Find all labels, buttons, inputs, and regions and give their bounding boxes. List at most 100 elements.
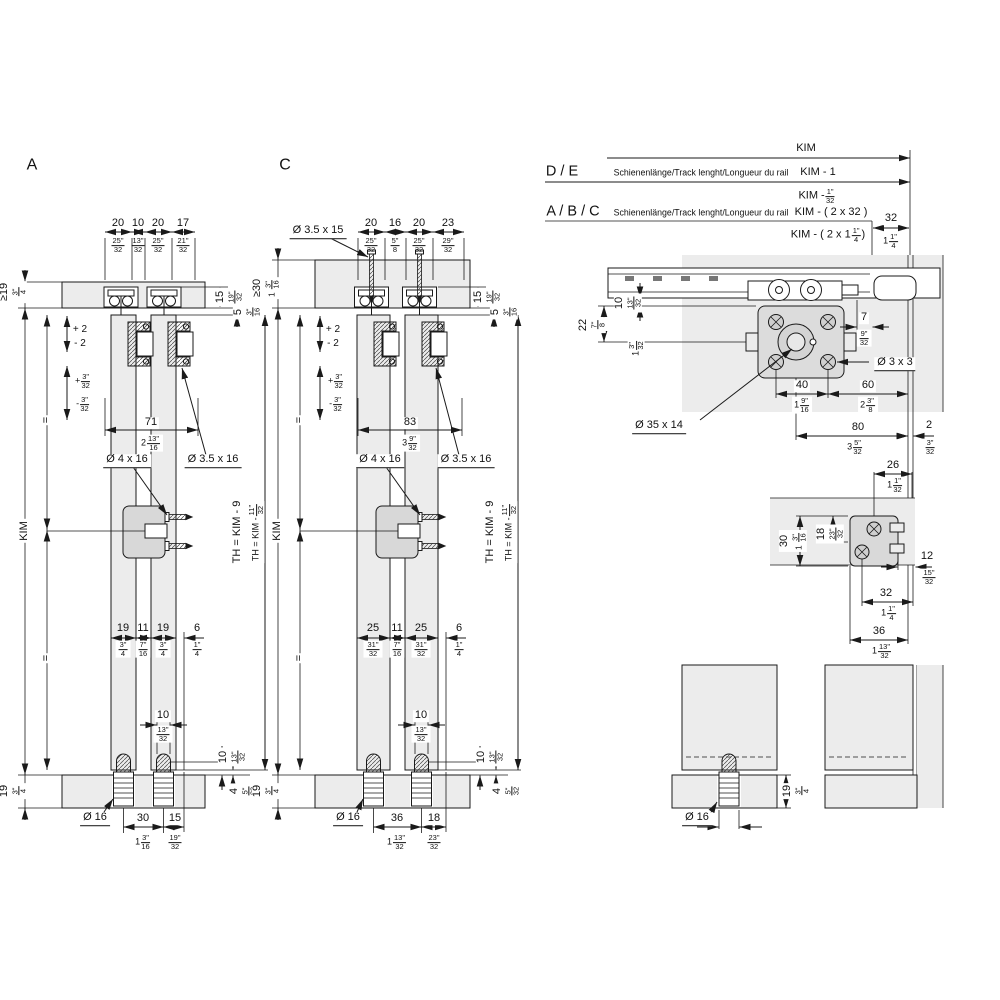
dim-a-slot-in: 13"32 xyxy=(153,725,173,742)
dim-carriage-80-in: 3 5"32 xyxy=(845,438,865,455)
tolerance-c-mm-minus: - 2 xyxy=(325,337,341,350)
callout-c-screw-top: Ø 3.5 x 16 xyxy=(437,454,495,468)
tolerance-a-mm-plus: + 2 xyxy=(70,323,90,336)
dim-c-top-2-in: 5"8 xyxy=(390,236,400,254)
tolerance-a-in-minus: - 3"32 xyxy=(74,395,92,412)
dim-a-offset-mm: 15 xyxy=(166,812,184,825)
dim-32-in: 1 1"4 xyxy=(881,232,901,249)
dim-c-th-mm: TH = KIM - 9 xyxy=(484,498,497,566)
dim-a-th-mm: TH = KIM - 9 xyxy=(231,498,244,566)
dim-a-top-1-in: 25"32 xyxy=(111,236,125,254)
dim-bracket-12-mm: 12 xyxy=(918,550,936,563)
dim-c-slot-in: 13"32 xyxy=(411,725,431,742)
dim-a-bottom-1-mm: 19 xyxy=(116,622,130,635)
dim-c-bottom-1-mm: 25 xyxy=(366,622,380,635)
dim-c-kim: KIM xyxy=(271,519,284,543)
formula-de-label: D / E xyxy=(545,163,579,180)
equal-mark-a-bottom: = xyxy=(40,652,53,664)
dim-c-bottom-3-in: 31"32 xyxy=(411,640,431,657)
dim-bracket-36-in: 1 13"32 xyxy=(869,642,895,659)
formula-de-track-length: Schienenlänge/Track lenght/Longueur du r… xyxy=(613,167,789,178)
tolerance-c-in-minus: - 3"32 xyxy=(327,395,345,412)
dim-a-bottom-4-mm: 6 xyxy=(193,622,201,635)
dim-a-top-2-in: 13"32 xyxy=(131,236,145,254)
dim-a-bottom-3-in: 3"4 xyxy=(155,640,171,657)
formula-kim-label: KIM xyxy=(796,142,816,155)
tolerance-a-in-plus: + 3"32 xyxy=(72,372,94,389)
dim-c-top-2-mm: 16 xyxy=(388,217,402,230)
dim-a-top-2-mm: 10 xyxy=(131,217,145,230)
dim-a-bottom-3-mm: 19 xyxy=(156,622,170,635)
tolerance-c-in-plus: + 3"32 xyxy=(325,372,347,389)
dim-c-top-3-mm: 20 xyxy=(412,217,426,230)
dim-c-pitch-in: 1 13"32 xyxy=(384,833,410,850)
dim-32-mm: 32 xyxy=(882,212,900,225)
dim-a-pitch-in: 1 3"16 xyxy=(133,833,153,850)
dim-carriage-28-in: 1 3"32 xyxy=(627,338,645,358)
dim-carriage-60-in: 2 3"8 xyxy=(858,396,878,413)
dim-c-bottom-1-in: 31"32 xyxy=(363,640,383,657)
dim-bracket-36-mm: 36 xyxy=(870,625,888,638)
dim-c-bottom-2-mm: 11 xyxy=(391,622,403,635)
section-c-title: C xyxy=(279,156,291,174)
callout-a-screw-mid: Ø 4 x 16 xyxy=(103,454,151,468)
dim-c-top-1-in: 25"32 xyxy=(364,236,378,254)
dim-a-top-1-mm: 20 xyxy=(111,217,125,230)
dim-carriage-2-in: 3"32 xyxy=(922,438,938,455)
formula-abc-label: A / B / C xyxy=(546,203,600,220)
formula-abc-mm: KIM - ( 2 x 32 ) xyxy=(794,206,868,219)
dim-c-top-3-in: 25"32 xyxy=(412,236,426,254)
dim-bracket-32-mm: 32 xyxy=(877,587,895,600)
section-a-title: A xyxy=(26,156,38,174)
dim-carriage-40-in: 1 9"16 xyxy=(792,396,812,413)
dim-c-bottom-2-in: 7"16 xyxy=(389,640,405,657)
dim-a-bottom-4-in: 1"4 xyxy=(189,640,205,657)
dim-a-bottom-1-in: 3"4 xyxy=(115,640,131,657)
dim-bracket-32-in: 1 1"4 xyxy=(879,604,899,621)
formula-abc-in: KIM - ( 2 x 1 1"4 ) xyxy=(790,226,866,244)
equal-mark-c-top: = xyxy=(293,414,306,426)
callout-guide-pin: Ø 16 xyxy=(682,812,712,826)
dim-c-top-4-mm: 23 xyxy=(441,217,455,230)
formula-abc-track-length: Schienenlänge/Track lenght/Longueur du r… xyxy=(613,207,789,218)
dim-a-top-3-mm: 20 xyxy=(151,217,165,230)
dim-c-offset-in: 23"32 xyxy=(424,833,444,850)
dim-a-th-in: TH = KIM - 11"32 xyxy=(247,500,265,564)
callout-carriage-screw: Ø 3 x 3 xyxy=(874,357,916,371)
dim-a-width-mm: 71 xyxy=(142,416,160,429)
dim-c-width-in: 3 9"32 xyxy=(400,434,420,451)
dim-carriage-60-mm: 60 xyxy=(859,379,877,392)
dim-a-width-in: 2 13"16 xyxy=(138,434,164,451)
dim-c-bottom-3-mm: 25 xyxy=(414,622,428,635)
callout-a-pin: Ø 16 xyxy=(80,812,110,826)
dim-bracket-26-in: 1 1"32 xyxy=(885,476,905,493)
dim-c-width-mm: 83 xyxy=(401,416,419,429)
callout-c-track-screw: Ø 3.5 x 15 xyxy=(289,225,347,239)
callout-carriage-cam: Ø 35 x 14 xyxy=(632,420,686,434)
dim-a-top-4-in: 21"32 xyxy=(176,236,190,254)
dim-carriage-7-in: 9"32 xyxy=(856,329,872,346)
dim-a-bottom-2-in: 7"16 xyxy=(135,640,151,657)
tolerance-a-mm-minus: - 2 xyxy=(72,337,88,350)
dim-c-bottom-4-in: 1"4 xyxy=(451,640,467,657)
dim-carriage-40-mm: 40 xyxy=(793,379,811,392)
dim-c-bottom-4-mm: 6 xyxy=(455,622,463,635)
callout-a-screw-top: Ø 3.5 x 16 xyxy=(184,454,242,468)
dim-a-slot-mm: 10 xyxy=(154,709,172,722)
dim-carriage-2-mm: 2 xyxy=(923,419,935,432)
dim-a-top-4-mm: 17 xyxy=(176,217,190,230)
dim-a-bottom-2-mm: 11 xyxy=(137,622,149,635)
dim-carriage-7-mm: 7 xyxy=(858,311,870,324)
